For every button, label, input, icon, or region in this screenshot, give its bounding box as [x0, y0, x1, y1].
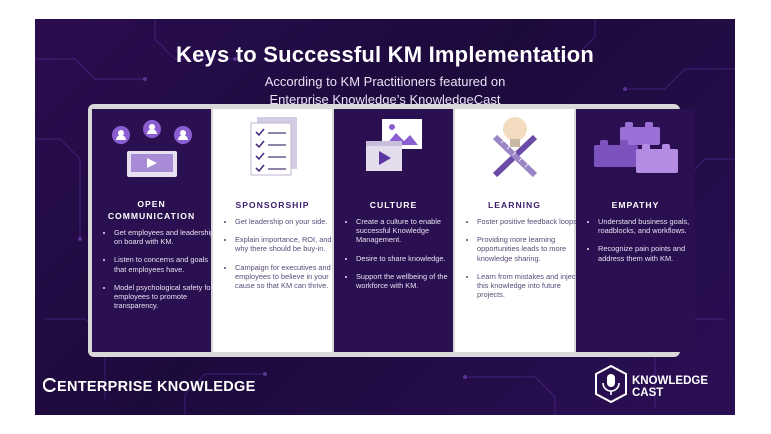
column-heading: LEARNING — [488, 200, 541, 210]
column-culture: CULTURE Create a culture to enable succe… — [334, 109, 453, 352]
poster-subtitle-line1: According to KM Practitioners featured o… — [264, 74, 506, 89]
checklist-icon — [250, 117, 297, 176]
poster-subtitle-line2: Enterprise Knowledge’s KnowledgeCast — [269, 92, 501, 107]
bullet-item: Get employees and leadership on board wi… — [114, 228, 219, 246]
bullet-list: Understand business goals, roadblocks, a… — [584, 217, 703, 272]
bullet-list: Get leadership on your side. Explain imp… — [221, 217, 340, 299]
bullet-item: Model psychological safety for employees… — [114, 283, 219, 311]
column-open-communication: OPEN COMMUNICATION Get employees and lea… — [92, 109, 214, 352]
knowledgecast-logo-text: KNOWLEDGE CAST — [632, 375, 709, 399]
bullet-item: Understand business goals, roadblocks, a… — [598, 217, 703, 235]
column-heading: COMMUNICATION — [107, 211, 196, 221]
bullet-list: Get employees and leadership on board wi… — [100, 228, 219, 319]
knowledgecast-line2: CAST — [632, 386, 664, 399]
column-empathy: EMPATHY Understand business goals, roadb… — [576, 109, 695, 352]
building-blocks-icon — [594, 122, 678, 173]
bullet-item: Listen to concerns and goals that employ… — [114, 255, 219, 273]
bullet-item: Get leadership on your side. — [235, 217, 340, 226]
bullet-list: Create a culture to enable successful Kn… — [342, 217, 461, 299]
enterprise-knowledge-brand: ENTERPRISE KNOWLEDGE — [57, 379, 256, 395]
knowledgecast-line1: KNOWLEDGE — [632, 375, 709, 387]
lightbulb-pencil-icon — [492, 117, 538, 178]
column-heading: OPEN — [137, 199, 166, 209]
poster-title: Keys to Successful KM Implementation — [176, 42, 594, 67]
bullet-item: Learn from mistakes and inject this know… — [477, 272, 582, 300]
bullet-item: Desire to share knowledge. — [356, 254, 461, 263]
column-heading: SPONSORSHIP — [235, 200, 310, 210]
column-heading: EMPATHY — [611, 200, 660, 210]
bullet-item: Create a culture to enable successful Kn… — [356, 217, 461, 245]
bullet-item: Explain importance, ROI, and why there s… — [235, 235, 340, 253]
bullet-list: Foster positive feedback loops. Providin… — [463, 217, 582, 308]
media-gallery-icon — [366, 119, 422, 171]
microphone-badge-icon — [595, 364, 627, 404]
enterprise-knowledge-logo-icon — [43, 378, 56, 392]
bullet-item: Campaign for executives and employees to… — [235, 263, 340, 291]
bullet-item: Recognize pain points and address them w… — [598, 244, 703, 262]
column-learning: LEARNING Foster positive feedback loops.… — [455, 109, 579, 352]
bullet-item: Foster positive feedback loops. — [477, 217, 582, 226]
bullet-item: Support the wellbeing of the workforce w… — [356, 272, 461, 290]
people-screen-icon — [112, 120, 192, 177]
infographic-poster: Keys to Successful KM Implementation Acc… — [35, 19, 735, 415]
column-sponsorship: SPONSORSHIP Get leadership on your side.… — [213, 109, 332, 352]
column-heading: CULTURE — [369, 200, 418, 210]
bullet-item: Providing more learning opportunities le… — [477, 235, 582, 263]
